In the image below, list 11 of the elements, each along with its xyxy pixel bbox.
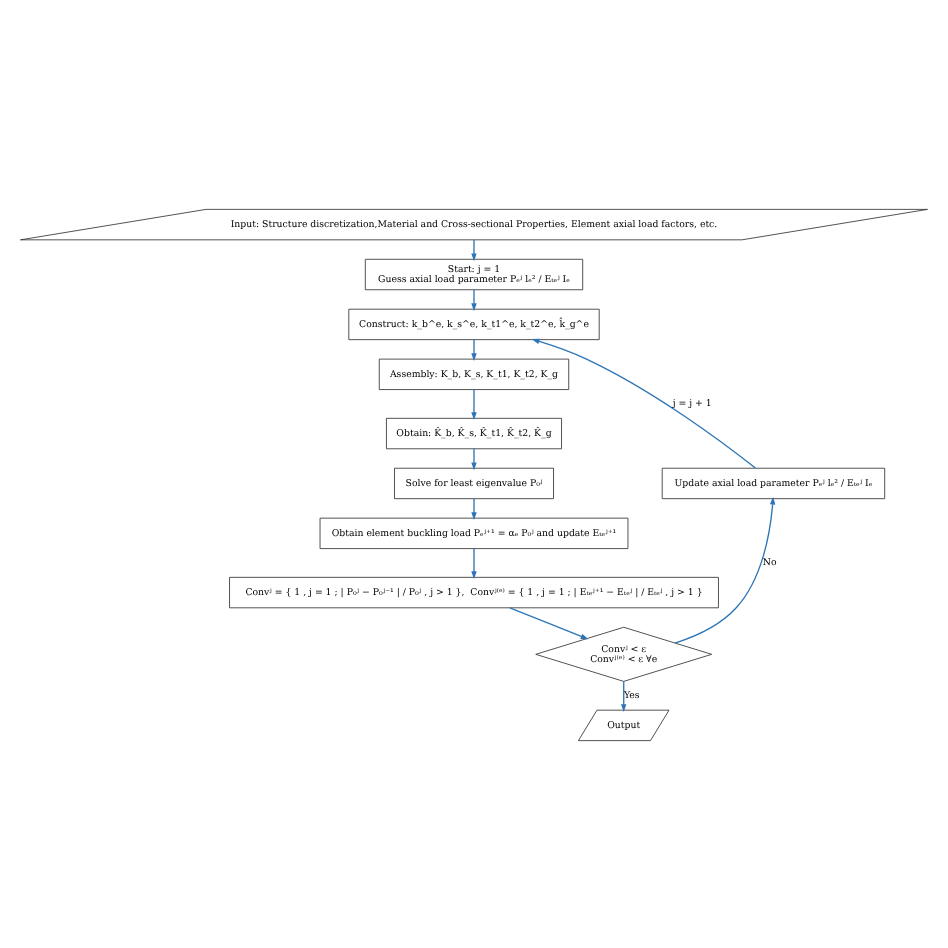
arrow [509, 606, 589, 639]
arrow [471, 547, 477, 579]
arrow [674, 495, 776, 643]
arrow [471, 238, 477, 261]
arrow [471, 447, 477, 470]
arrow [621, 679, 627, 711]
arrow [471, 388, 477, 420]
arrow [471, 338, 477, 361]
arrow [531, 337, 757, 468]
arrow [471, 288, 477, 311]
arrow [471, 497, 477, 520]
